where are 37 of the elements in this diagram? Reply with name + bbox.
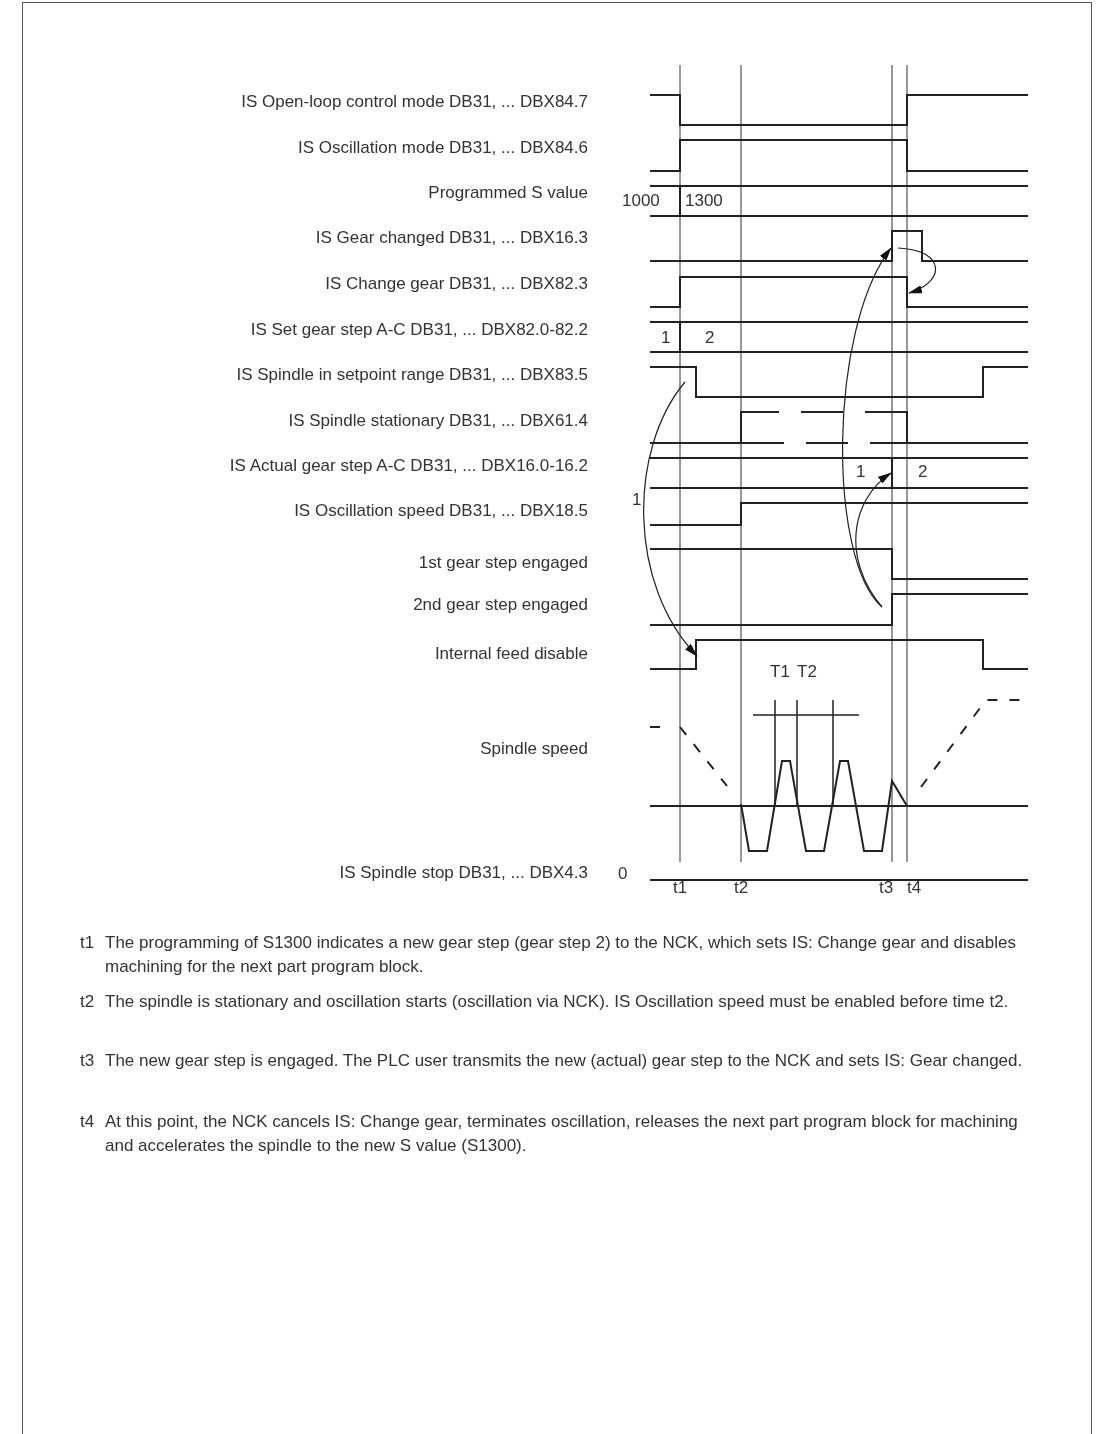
value-label: 2	[705, 328, 715, 348]
signal-label: IS Open-loop control mode DB31, ... DBX84.7	[241, 92, 588, 112]
time-label: t2	[733, 878, 749, 898]
signal-label: IS Change gear DB31, ... DBX82.3	[325, 274, 588, 294]
time-label: t4	[906, 878, 922, 898]
note-marker: t1	[80, 933, 95, 953]
note-marker: t4	[80, 1112, 95, 1132]
signal-label: 2nd gear step engaged	[413, 595, 588, 615]
value-label: 1	[661, 328, 671, 348]
note-marker: t3	[80, 1051, 95, 1071]
note-text: At this point, the NCK cancels IS: Change gear, terminates oscillation, releases the next part program block for machining and accelerates the spindle to the new S value (S1300).	[105, 1111, 1019, 1157]
value-label: 1	[632, 490, 642, 510]
note-text: The programming of S1300 indicates a new gear step (gear step 2) to the NCK, which sets IS: Change gear and disables machining for the next part program block.	[105, 932, 1017, 978]
signal-label: IS Oscillation speed DB31, ... DBX18.5	[294, 501, 588, 521]
time-label: t1	[672, 878, 688, 898]
signal-label: Internal feed disable	[434, 644, 588, 664]
value-label: 1000	[622, 191, 660, 211]
note-marker: t2	[80, 992, 95, 1012]
note-text: The new gear step is engaged. The PLC user transmits the new (actual) gear step to the NCK and sets IS: Gear changed.	[105, 1050, 1024, 1072]
signal-label: Programmed S value	[428, 183, 588, 203]
signal-label: IS Set gear step A-C DB31, ... DBX82.0-82.2	[250, 320, 588, 340]
signal-label: IS Gear changed DB31, ... DBX16.3	[315, 228, 588, 248]
signal-label: IS Spindle stop DB31, ... DBX4.3	[339, 863, 588, 883]
signal-label: Spindle speed	[480, 739, 588, 759]
value-label: 1300	[685, 191, 723, 211]
note-text: The spindle is stationary and oscillation starts (oscillation via NCK). IS Oscillation speed must be enabled before time t2.	[105, 991, 1010, 1013]
time-label: t3	[878, 878, 894, 898]
period-label: T2	[797, 662, 817, 682]
value-label: 0	[618, 864, 628, 884]
signal-label: IS Oscillation mode DB31, ... DBX84.6	[297, 138, 588, 158]
signal-label: IS Actual gear step A-C DB31, ... DBX16.0-16.2	[229, 456, 588, 476]
signal-label: IS Spindle in setpoint range DB31, ... DBX83.5	[236, 365, 588, 385]
signal-label: 1st gear step engaged	[418, 553, 588, 573]
value-label: 1	[856, 462, 866, 482]
signal-label: IS Spindle stationary DB31, ... DBX61.4	[288, 411, 588, 431]
period-label: T1	[770, 662, 790, 682]
value-label: 2	[918, 462, 928, 482]
